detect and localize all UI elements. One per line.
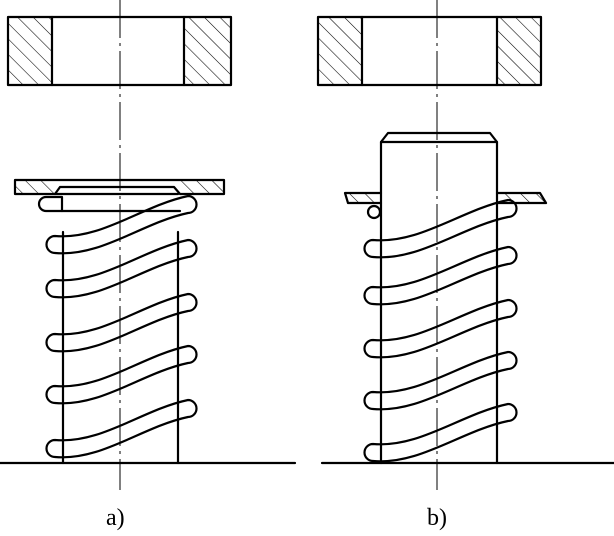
panel-a-ring-hatch-right	[184, 17, 231, 85]
panel-a-spring-coil	[45, 344, 198, 405]
panel-a-spring	[45, 194, 198, 459]
panel-b-spring-coil	[363, 245, 518, 306]
panel-a-spring-coil	[45, 398, 198, 459]
panel-a-ring-hatch-left	[8, 17, 52, 85]
panel-b-plate	[343, 191, 548, 220]
panel-a-spring-coil	[45, 194, 198, 255]
panel-b-ring-hatch-right	[497, 17, 541, 85]
caption-a: a)	[106, 505, 125, 531]
panel-b	[316, 0, 614, 490]
panel-a-spring-coil	[45, 238, 198, 299]
panel-b-spring-coil	[363, 350, 518, 411]
panel-b-spring-coil	[363, 198, 518, 259]
panel-a	[0, 0, 297, 490]
panel-a-spring-coil	[45, 292, 198, 353]
caption-b: b)	[427, 505, 447, 531]
panel-b-spring	[363, 198, 518, 463]
panel-b-ring-hatch-left	[318, 17, 362, 85]
panel-b-ring-section	[316, 15, 543, 87]
panel-b-spring-coil	[363, 298, 518, 359]
panel-b-spring-coil	[363, 402, 518, 463]
panel-a-plate	[13, 178, 226, 213]
